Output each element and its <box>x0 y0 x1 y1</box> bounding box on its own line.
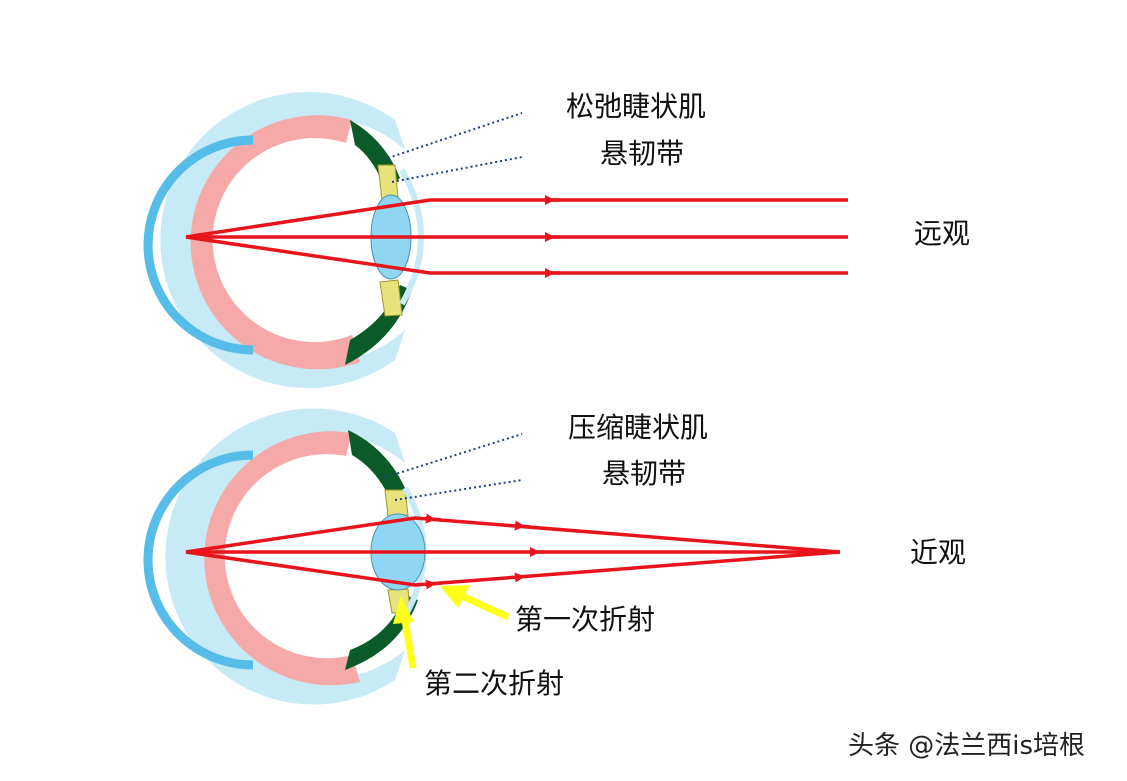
near-sclera <box>165 408 405 705</box>
second-refraction-label: 第二次折射 <box>424 667 565 700</box>
far-choroid <box>190 115 360 370</box>
near-ciliary-muscle-top <box>348 430 408 505</box>
far-eye <box>143 92 424 388</box>
near-rays <box>185 513 841 590</box>
far-zonule-bottom <box>379 279 403 317</box>
near-ray-arrow-top-1 <box>514 520 531 531</box>
far-zonule-label: 悬韧带 <box>600 137 685 170</box>
far-view-label: 远观 <box>914 217 971 250</box>
first-refraction-arrow-shaft <box>460 592 510 621</box>
far-muscle-leader <box>387 112 523 159</box>
second-refraction-arrow-shaft <box>401 619 417 669</box>
first-refraction-arrow-head <box>440 585 470 608</box>
far-ray-bottom <box>185 235 848 275</box>
near-view-label: 近观 <box>910 536 967 569</box>
near-zonule-leader <box>394 479 523 501</box>
watermark: 头条 @法兰西is培根 <box>848 731 1086 761</box>
near-zonule-top <box>384 489 409 517</box>
far-zonule-leader <box>391 156 523 183</box>
near-ray-bottom <box>185 550 841 587</box>
far-zonule-top <box>377 164 399 201</box>
far-ray-top <box>185 198 848 239</box>
far-retina <box>143 135 254 355</box>
near-eye <box>143 408 427 705</box>
second-refraction-arrow-head <box>393 596 414 624</box>
near-ray-arrow-bottom-1 <box>514 572 531 583</box>
far-rays <box>185 195 848 278</box>
near-zonule-label: 悬韧带 <box>602 457 687 490</box>
near-ray-arrow-bottom-2 <box>425 579 442 590</box>
near-ray-arrow-top-2 <box>425 513 442 524</box>
first-refraction-label: 第一次折射 <box>515 603 656 636</box>
far-ciliary-muscle-label: 松弛睫状肌 <box>566 90 707 123</box>
near-muscle-leader <box>382 433 523 479</box>
near-choroid <box>204 431 360 686</box>
refraction-arrows <box>393 585 510 669</box>
near-ray-top <box>185 516 841 554</box>
near-retina <box>143 450 254 670</box>
near-ciliary-muscle-label: 压缩睫状肌 <box>568 411 709 444</box>
